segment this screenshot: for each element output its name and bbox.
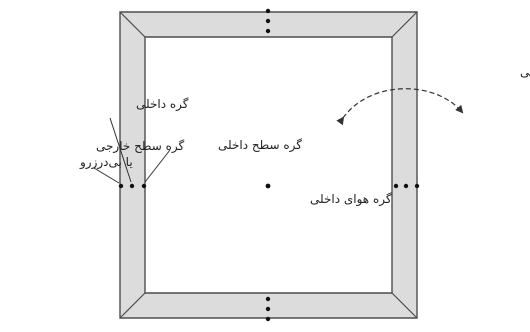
outer-surface-node-label-line2: یا بی‌درزرو bbox=[79, 155, 133, 170]
room-walls bbox=[119, 11, 418, 319]
leader-outer-surface-node bbox=[93, 167, 120, 184]
node-dot bbox=[265, 18, 271, 24]
node-dot bbox=[265, 306, 271, 312]
top-wall-nodes bbox=[265, 8, 271, 34]
outer-surface-node bbox=[118, 183, 124, 189]
bottom-wall-nodes bbox=[265, 296, 271, 322]
air-exchange-arrow bbox=[336, 88, 464, 126]
air-exchange-label: تعویض هوای داخلی bbox=[520, 65, 530, 80]
node-dot bbox=[265, 316, 271, 322]
leader-inner-surface-node bbox=[144, 149, 171, 183]
wall-corner-lines bbox=[119, 11, 418, 319]
node-dot bbox=[265, 8, 271, 14]
indoor-air-node-label: گره هوای داخلی bbox=[310, 192, 392, 207]
leader-inner-node bbox=[109, 117, 132, 183]
node-dot bbox=[265, 296, 271, 302]
inner-surface-node-label: گره سطح داخلی bbox=[218, 138, 302, 153]
node-dot bbox=[393, 183, 399, 189]
inner-node bbox=[129, 183, 135, 189]
node-dot bbox=[414, 183, 420, 189]
leader-lines bbox=[93, 117, 171, 184]
left-wall-nodes bbox=[118, 183, 147, 189]
inner-surface-node bbox=[141, 183, 147, 189]
indoor-air-node bbox=[265, 183, 271, 189]
node-dot bbox=[403, 183, 409, 189]
inner-node-label: گره داخلی bbox=[136, 97, 189, 112]
right-wall-nodes bbox=[393, 183, 420, 189]
node-dot bbox=[265, 28, 271, 34]
outer-surface-node-label-line1: گره سطح خارجی bbox=[96, 139, 184, 154]
